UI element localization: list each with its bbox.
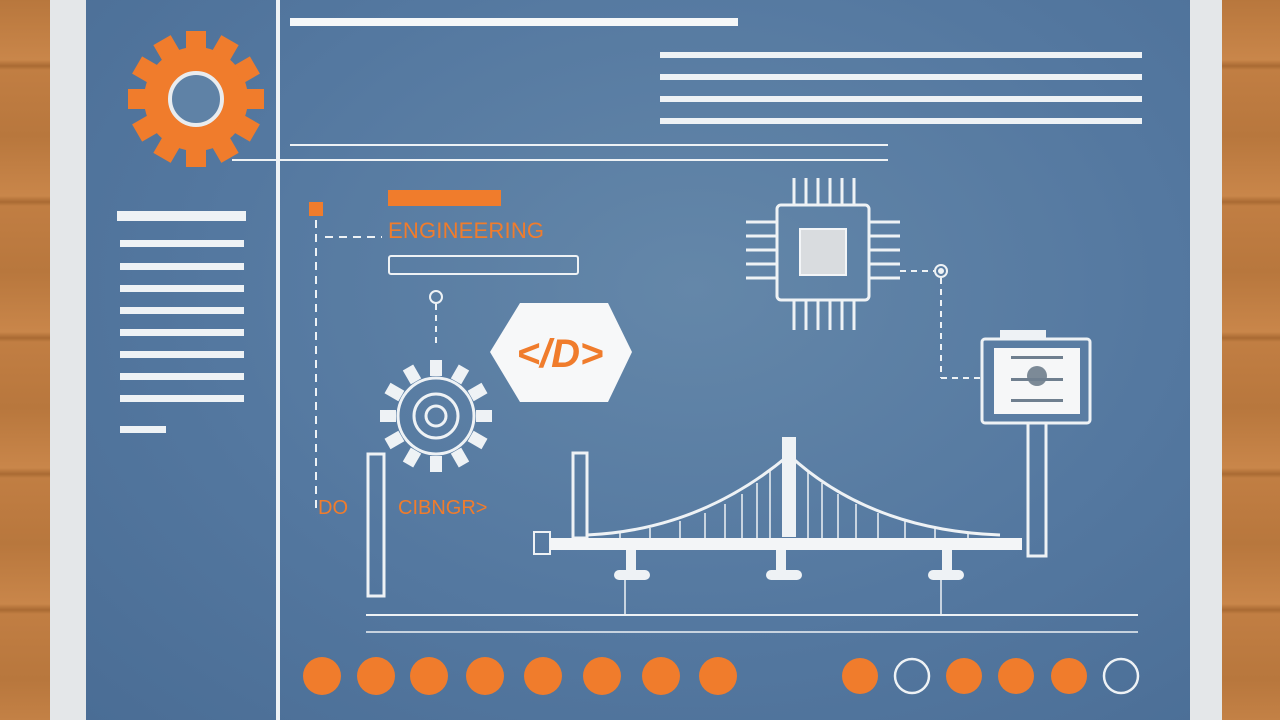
sign-glyph-lines [1011, 356, 1063, 402]
dot [466, 657, 504, 695]
dot [357, 657, 395, 695]
microchip-icon [746, 178, 900, 330]
small-gear-icon [380, 290, 492, 472]
dot [583, 657, 621, 695]
dot-outline [893, 657, 931, 695]
dot-outline [1102, 657, 1140, 695]
dot-row-left [303, 657, 737, 695]
dot [946, 658, 982, 694]
dot [842, 658, 878, 694]
dot [1051, 658, 1087, 694]
dot [642, 657, 680, 695]
dashed-connector [315, 220, 382, 510]
dot [303, 657, 341, 695]
dot [524, 657, 562, 695]
code-tag-icon [490, 303, 632, 402]
title-accent-bar [388, 190, 501, 206]
chip-core [799, 228, 847, 276]
vertical-box [366, 452, 386, 598]
header-right-lines [660, 52, 1142, 124]
dot [410, 657, 448, 695]
engineering-label: ENGINEERING [388, 218, 545, 243]
dot-row-right [842, 657, 1140, 695]
dc-label: DO [318, 497, 348, 519]
input-bar [388, 255, 579, 275]
dot [699, 657, 737, 695]
signpost-icon [980, 330, 1092, 558]
bridge-icon [533, 437, 1022, 614]
chip-link [900, 264, 982, 379]
header-line [290, 18, 738, 26]
gear-icon [128, 31, 264, 167]
dot [998, 658, 1034, 694]
cbngr-label: CIBNGR> [398, 497, 488, 519]
code-tag-label: </D> [516, 332, 604, 376]
sidebar-lines [117, 211, 246, 433]
bullet-square [309, 202, 323, 216]
